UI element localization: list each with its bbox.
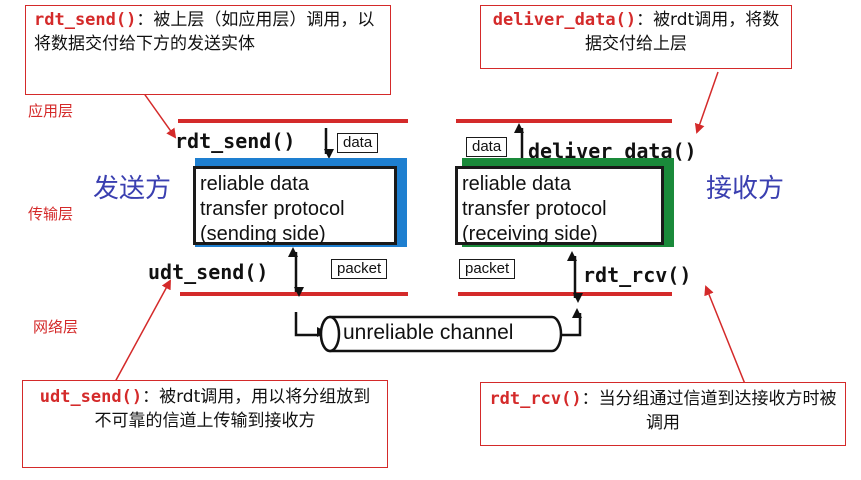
deliver-data-callout: deliver_data()：被rdt调用，将数据交付给上层 — [480, 5, 792, 69]
sender-udt-send-label: udt_send() — [148, 260, 269, 284]
receiver-rdt-rcv-label: rdt_rcv() — [583, 263, 692, 287]
callout-function-name: rdt_rcv() — [489, 389, 582, 409]
layer-label-transport: 传输层 — [28, 205, 74, 223]
callout-function-name: udt_send() — [39, 387, 143, 407]
receiver-packet-tag: packet — [459, 259, 516, 279]
layer-label-network: 网络层 — [33, 318, 79, 336]
receiver-side-label: 接收方 — [706, 174, 785, 204]
protocol-line: (receiving side) — [462, 223, 598, 245]
callout-function-name: rdt_send() — [34, 10, 137, 30]
protocol-line: transfer protocol — [200, 198, 345, 220]
sender-rdt-send-label: rdt_send() — [175, 129, 296, 153]
rdt-send-callout: rdt_send()：被上层（如应用层）调用，以将数据交付给下方的发送实体 — [25, 5, 391, 95]
channel-pipe-end — [319, 315, 341, 353]
sender-side-label: 发送方 — [93, 174, 172, 204]
protocol-line: reliable data — [200, 173, 309, 195]
receiver-data-tag: data — [466, 137, 508, 157]
sender-data-tag: data — [337, 133, 379, 153]
receiver-channel-connector — [558, 308, 582, 337]
channel-label: unreliable channel — [343, 321, 514, 344]
receiver-protocol-box: reliable data transfer protocol (receivi… — [455, 166, 664, 245]
layer-label-application: 应用层 — [28, 102, 74, 120]
protocol-line: reliable data — [462, 173, 571, 195]
protocol-line: (sending side) — [200, 223, 326, 245]
protocol-line: transfer protocol — [462, 198, 607, 220]
sender-packet-tag: packet — [331, 259, 388, 279]
callout-description: 被rdt调用，用以将分组放到不可靠的信道上传输到接收方 — [94, 387, 371, 431]
sender-channel-connector — [294, 312, 327, 337]
udt-send-callout-arrow — [114, 279, 171, 383]
rdt-rcv-callout-arrow — [704, 285, 746, 385]
callout-description: 被上层（如应用层）调用，以将数据交付给下方的发送实体 — [34, 10, 375, 54]
rdt-rcv-callout: rdt_rcv()：当分组通过信道到达接收方时被调用 — [480, 382, 846, 446]
callout-description: 被rdt调用，将数据交付给上层 — [585, 10, 780, 54]
callout-function-name: deliver_data() — [492, 10, 637, 30]
callout-description: 当分组通过信道到达接收方时被调用 — [598, 389, 837, 433]
sender-protocol-box: reliable data transfer protocol (sending… — [193, 166, 397, 245]
udt-send-callout: udt_send()：被rdt调用，用以将分组放到不可靠的信道上传输到接收方 — [22, 380, 388, 468]
deliver-data-callout-arrow — [694, 71, 719, 134]
